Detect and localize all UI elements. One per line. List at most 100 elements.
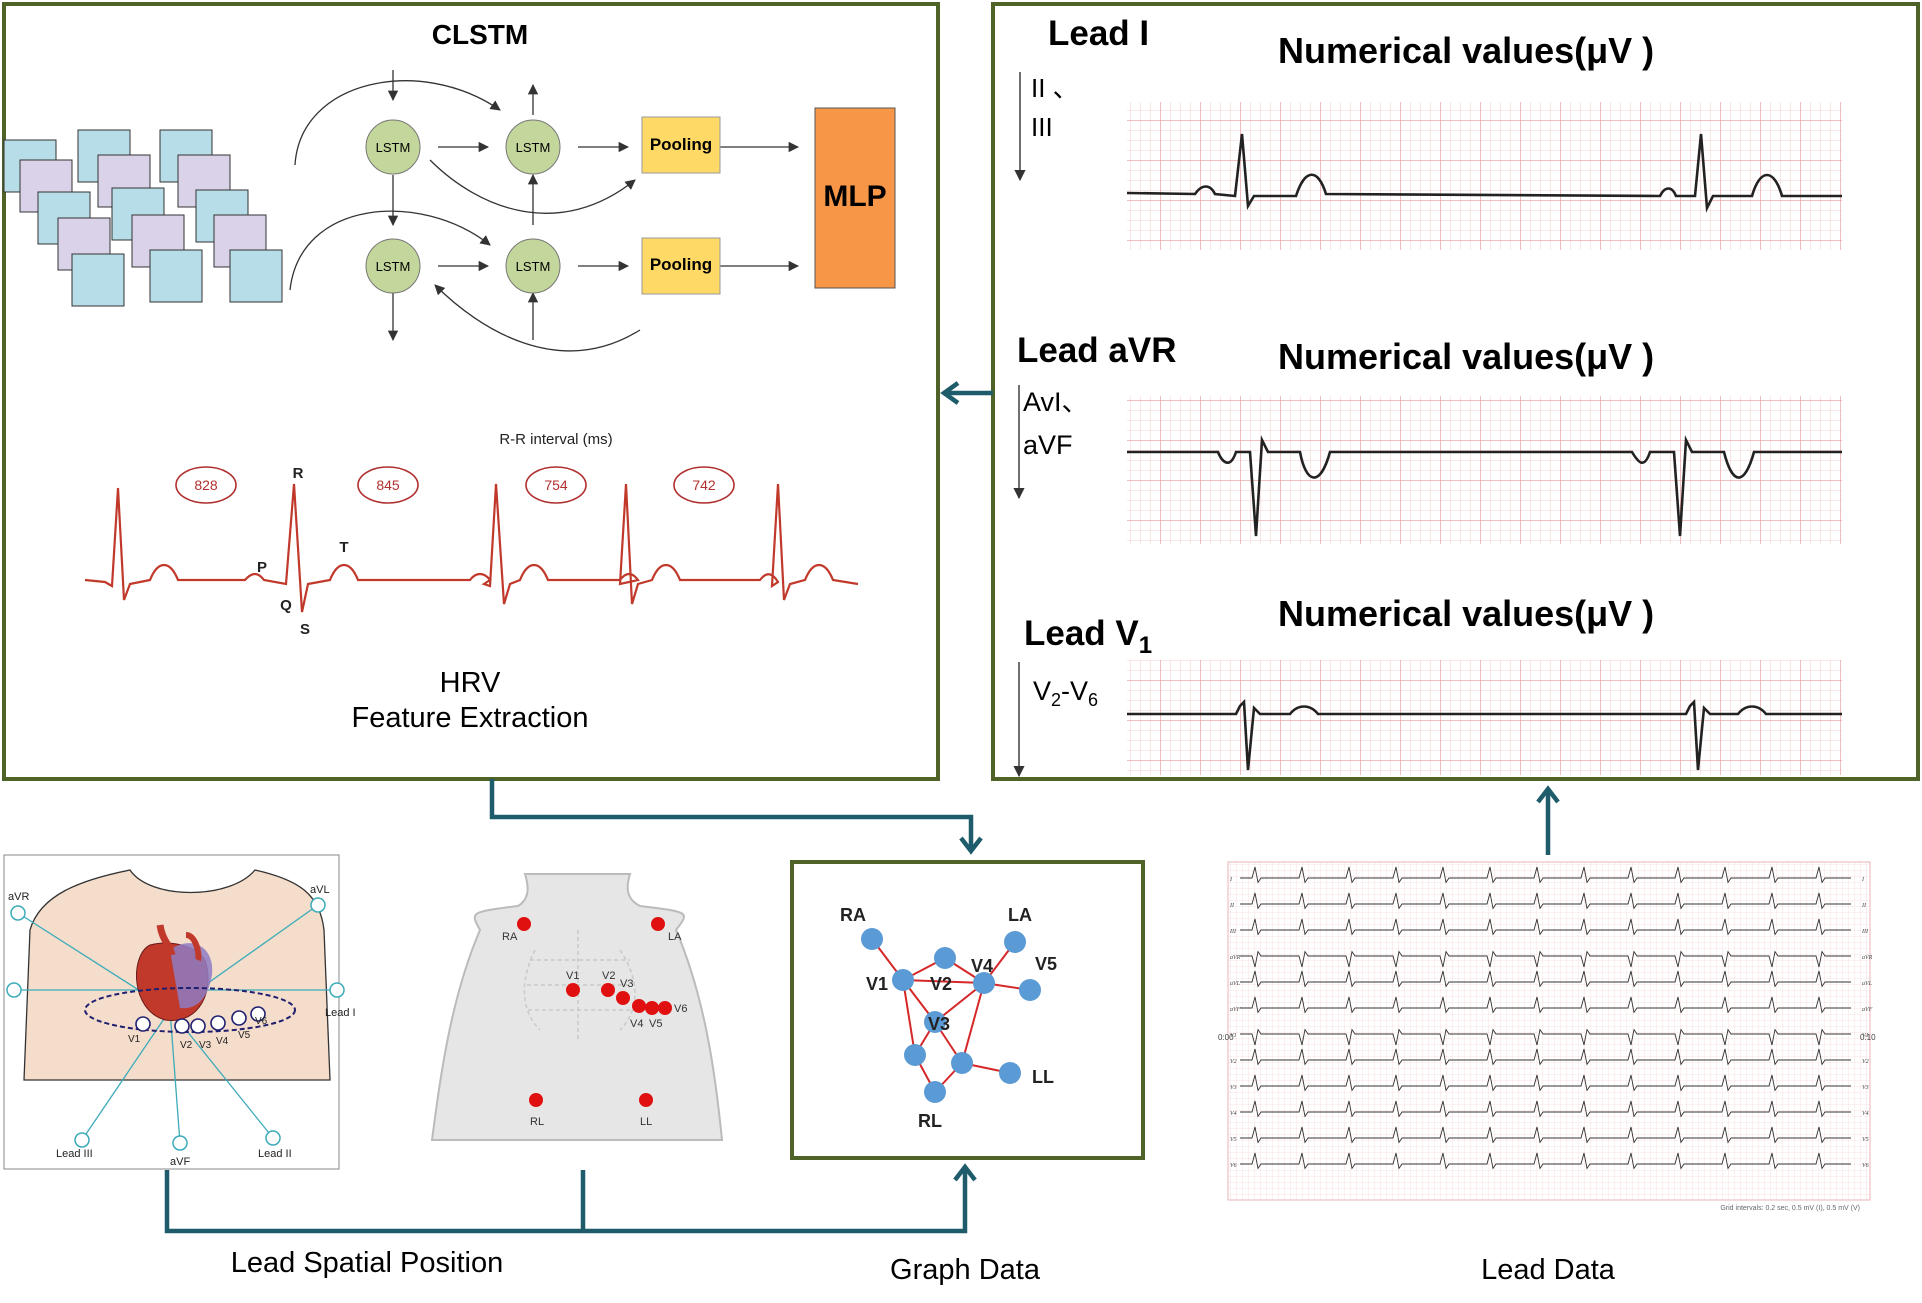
ecg-sheet-row-label: V5 [1230, 1137, 1237, 1143]
heart [136, 924, 213, 1021]
lead-i-side-line1: II 、 [1031, 73, 1079, 103]
svg-text:742: 742 [692, 477, 716, 493]
hrv-chart: R-R interval (ms) 828 845 754 742 P R T … [84, 431, 859, 638]
caption-lead-data: Lead Data [1481, 1254, 1616, 1286]
electrodes [517, 917, 672, 1107]
node-v3c [904, 1044, 926, 1066]
label-lead-ii: Lead II [258, 1148, 292, 1160]
ecg-sheet-row-label: V3 [1862, 1085, 1869, 1091]
lead-i-title: Lead I [1048, 14, 1149, 53]
node-v4 [973, 972, 995, 994]
connector-clstm-to-graph [489, 779, 974, 850]
ecg-sheet-row-label: III [1229, 929, 1237, 935]
lead-v1-side-label: V2-V6 [1033, 676, 1098, 710]
limb-lead-markers [6, 897, 345, 1151]
graph-data-frame [790, 860, 1145, 1160]
svg-text:RL: RL [918, 1111, 942, 1131]
ecg-sheet-row-label: I [1861, 877, 1865, 883]
ecg-sheet-row-label: III [1861, 929, 1869, 935]
heart-lead-diagram: aVR aVL Lead I Lead III aVF Lead II V1 V… [3, 854, 356, 1170]
svg-text:LSTM: LSTM [516, 259, 551, 274]
svg-text:LA: LA [668, 931, 682, 943]
lead-v1-section: Lead V1 Numerical values(μV ) V2-V6 [1013, 593, 1842, 778]
ecg-sheet-row-label: V6 [1862, 1163, 1869, 1169]
ecg-sheet-row-label: V5 [1862, 1137, 1869, 1143]
lstm-cell-1: LSTM [365, 119, 421, 175]
ecg-sheet-trace [1240, 1074, 1851, 1092]
svg-text:V3: V3 [199, 1040, 212, 1051]
caption-lead-spatial-position: Lead Spatial Position [231, 1247, 503, 1279]
svg-text:LSTM: LSTM [376, 259, 411, 274]
node-v3b [951, 1052, 973, 1074]
connector-leads-to-clstm-head [940, 381, 960, 405]
svg-text:V1: V1 [566, 970, 579, 982]
lead-avr-section: Lead aVR Numerical values(μV ) AvI、 aVF [1013, 331, 1842, 544]
ecg-sheet-time-start: 0:00 [1218, 1033, 1234, 1042]
ecg-sheet-trace [1240, 866, 1851, 884]
label-avf: aVF [170, 1156, 190, 1168]
lead-v1-grid [1127, 660, 1842, 775]
ecg-sheet-footer: Grid intervals: 0.2 sec, 0.5 mV (I), 0.5… [1720, 1205, 1860, 1212]
svg-text:V4: V4 [971, 956, 993, 976]
pooling-box-2: Pooling [641, 237, 721, 295]
svg-text:V4: V4 [630, 1018, 643, 1030]
connector-position-to-graph-head [953, 1163, 977, 1182]
svg-text:Pooling: Pooling [650, 255, 712, 274]
rr-interval-title: R-R interval (ms) [499, 431, 612, 448]
wave-label-r: R [293, 465, 304, 482]
lstm-cell-4: LSTM [505, 238, 561, 294]
ecg-sheet-trace [1240, 970, 1851, 988]
ecg-sheet-row-label: aVR [1230, 955, 1241, 961]
connector-position-to-graph [164, 1168, 968, 1234]
caption-graph-data: Graph Data [890, 1254, 1041, 1286]
ecg-sheet-row-label: I [1229, 877, 1233, 883]
svg-text:RA: RA [840, 905, 866, 925]
wave-label-t: T [339, 539, 348, 556]
lstm-cell-2: LSTM [505, 119, 561, 175]
lead-v1-trace [1127, 699, 1842, 771]
ecg-sheet-trace [1240, 892, 1851, 910]
node-v3 [924, 1011, 946, 1033]
ecg-sheet-trace [1240, 996, 1851, 1014]
lead-avr-grid [1127, 396, 1842, 544]
ecg-sheet-row-label: aVL [1862, 981, 1873, 987]
connector-clstm-to-graph-head [959, 836, 983, 855]
ecg-sheet-trace [1240, 918, 1851, 936]
label-avl: aVL [310, 884, 330, 896]
node-v2 [934, 947, 956, 969]
v-lead-electrodes [135, 1006, 266, 1034]
svg-text:V2: V2 [602, 970, 615, 982]
lead-avr-values-label: Numerical values(μV ) [1278, 336, 1654, 377]
rr-interval-845: 845 [357, 466, 419, 504]
svg-text:LL: LL [640, 1116, 652, 1128]
ecg-sheet-trace [1240, 1048, 1851, 1066]
clstm-panel-frame [2, 2, 940, 781]
svg-text:LSTM: LSTM [516, 140, 551, 155]
lstm-connections [289, 70, 800, 352]
hrv-title-line1: HRV [440, 667, 501, 699]
ecg-sheet-trace [1240, 1152, 1851, 1170]
lead-v1-values-label: Numerical values(μV ) [1278, 593, 1654, 634]
lead-avr-title: Lead aVR [1017, 331, 1177, 370]
svg-text:V5: V5 [649, 1018, 662, 1030]
ecg-sheet-row-label: V2 [1862, 1059, 1869, 1065]
lead-i-side-line2: III [1031, 112, 1053, 142]
ecg-sheet-row-label: V3 [1230, 1085, 1237, 1091]
ecg-sheet-row-label: V6 [1230, 1163, 1237, 1169]
ecg-sheet-row-label: V1 [1862, 1033, 1869, 1039]
svg-text:V1: V1 [866, 974, 888, 994]
svg-text:V6: V6 [674, 1003, 687, 1015]
svg-text:754: 754 [544, 477, 568, 493]
rr-interval-742: 742 [673, 466, 735, 504]
lead-v1-title: Lead V1 [1024, 614, 1152, 659]
label-avr: aVR [8, 891, 29, 903]
svg-text:MLP: MLP [823, 180, 886, 213]
svg-text:V2: V2 [930, 974, 952, 994]
clstm-panel: CLSTM [2, 2, 940, 781]
svg-text:V3: V3 [620, 978, 633, 990]
mlp-box: MLP [814, 107, 896, 289]
svg-text:V5: V5 [1035, 954, 1057, 974]
lead-avr-trace [1127, 435, 1842, 537]
